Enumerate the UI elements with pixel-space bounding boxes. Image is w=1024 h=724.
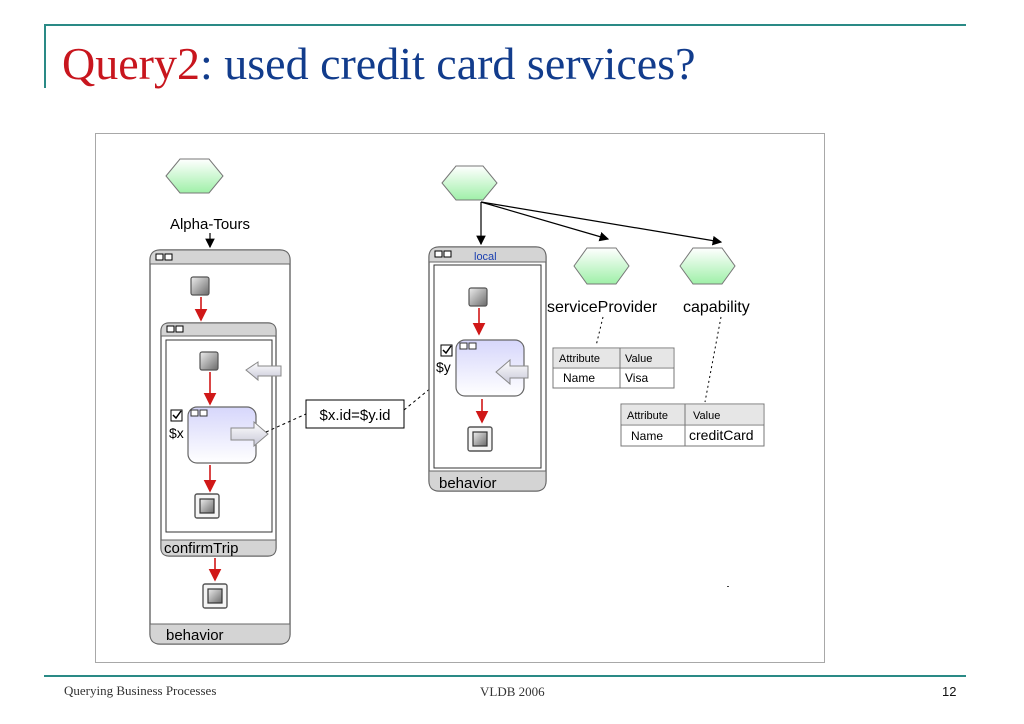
query-to-service-provider-arrow (480, 201, 610, 242)
join-condition-label: $x.id=$y.id (319, 407, 390, 424)
right-behavior-port-icon (434, 250, 452, 258)
confirm-trip-footer (160, 539, 277, 557)
activity-x-port-icon (190, 409, 208, 417)
inner-start-event-icon (199, 351, 219, 371)
capability-attribute-table: Attribute Value Name creditCard (620, 403, 765, 447)
right-behavior-footer (428, 470, 547, 492)
y-check-icon (442, 345, 452, 355)
slide-title: Query2: used credit card services? (62, 36, 696, 92)
title-rule-horizontal (44, 24, 966, 26)
capability-label: capability (683, 299, 750, 316)
left-start-event-icon (190, 276, 210, 296)
footer-rule (44, 675, 966, 677)
process-diagram-frame: Alpha-Tours behavior confirmTrip $ (95, 133, 825, 663)
right-behavior-header (428, 246, 547, 263)
confirm-trip-port-icon (166, 325, 184, 333)
x-checkbox[interactable] (170, 409, 183, 422)
y-incoming-message-icon (495, 358, 529, 386)
service-provider-label: serviceProvider (547, 299, 658, 316)
page-number: 12 (942, 684, 957, 699)
right-end-event-core (472, 431, 488, 447)
activity-y-port-icon (459, 342, 477, 350)
right-start-event-icon (468, 287, 488, 307)
stray-dot (727, 586, 729, 587)
left-end-event-core (207, 588, 223, 604)
process-diagram: Alpha-Tours behavior confirmTrip $ (149, 158, 765, 645)
left-behavior-label: behavior (166, 627, 224, 644)
provider-table-cell-attribute: Name (563, 371, 595, 385)
join-link-left (265, 413, 307, 433)
local-label: local (474, 251, 497, 263)
confirm-trip-header (160, 322, 277, 337)
outgoing-message-icon (230, 420, 269, 448)
x-variable-label: $x (169, 425, 184, 441)
provider-table-cell-value: Visa (625, 371, 648, 385)
footer-title: Querying Business Processes (64, 683, 217, 698)
inner-end-event-core (199, 498, 215, 514)
right-behavior-label: behavior (439, 475, 497, 492)
alpha-tours-node-icon (165, 158, 224, 194)
service-provider-attribute-table: Attribute Value Name Visa (552, 347, 675, 389)
provider-table-header-attribute: Attribute (559, 353, 600, 365)
left-behavior-header (149, 249, 291, 265)
slide-title-accent: Query2 (62, 38, 200, 89)
capability-attr-link (704, 316, 722, 403)
service-provider-attr-link (595, 316, 604, 347)
left-behavior-port-icon (155, 253, 173, 261)
confirm-trip-label: confirmTrip (164, 540, 238, 557)
service-provider-node-icon (573, 247, 630, 285)
y-checkbox[interactable] (440, 344, 453, 357)
provider-table-header-value: Value (625, 353, 652, 365)
slide-title-rest: : used credit card services? (199, 38, 696, 89)
x-check-icon (172, 410, 182, 420)
capability-table-cell-value: creditCard (689, 427, 754, 443)
capability-table-header-value: Value (693, 410, 720, 422)
capability-table-cell-attribute: Name (631, 429, 663, 443)
y-variable-label: $y (436, 359, 451, 375)
join-condition-box (305, 399, 405, 429)
left-behavior-footer (149, 623, 291, 645)
query-to-capability-arrow (480, 201, 723, 246)
footer-venue: VLDB 2006 (480, 684, 545, 699)
capability-node-icon (679, 247, 736, 285)
title-rule-vertical (44, 24, 46, 88)
incoming-message-icon (245, 361, 282, 382)
provider-query-node-icon (441, 165, 498, 201)
capability-table-header-attribute: Attribute (627, 410, 668, 422)
alpha-tours-label: Alpha-Tours (170, 216, 250, 233)
